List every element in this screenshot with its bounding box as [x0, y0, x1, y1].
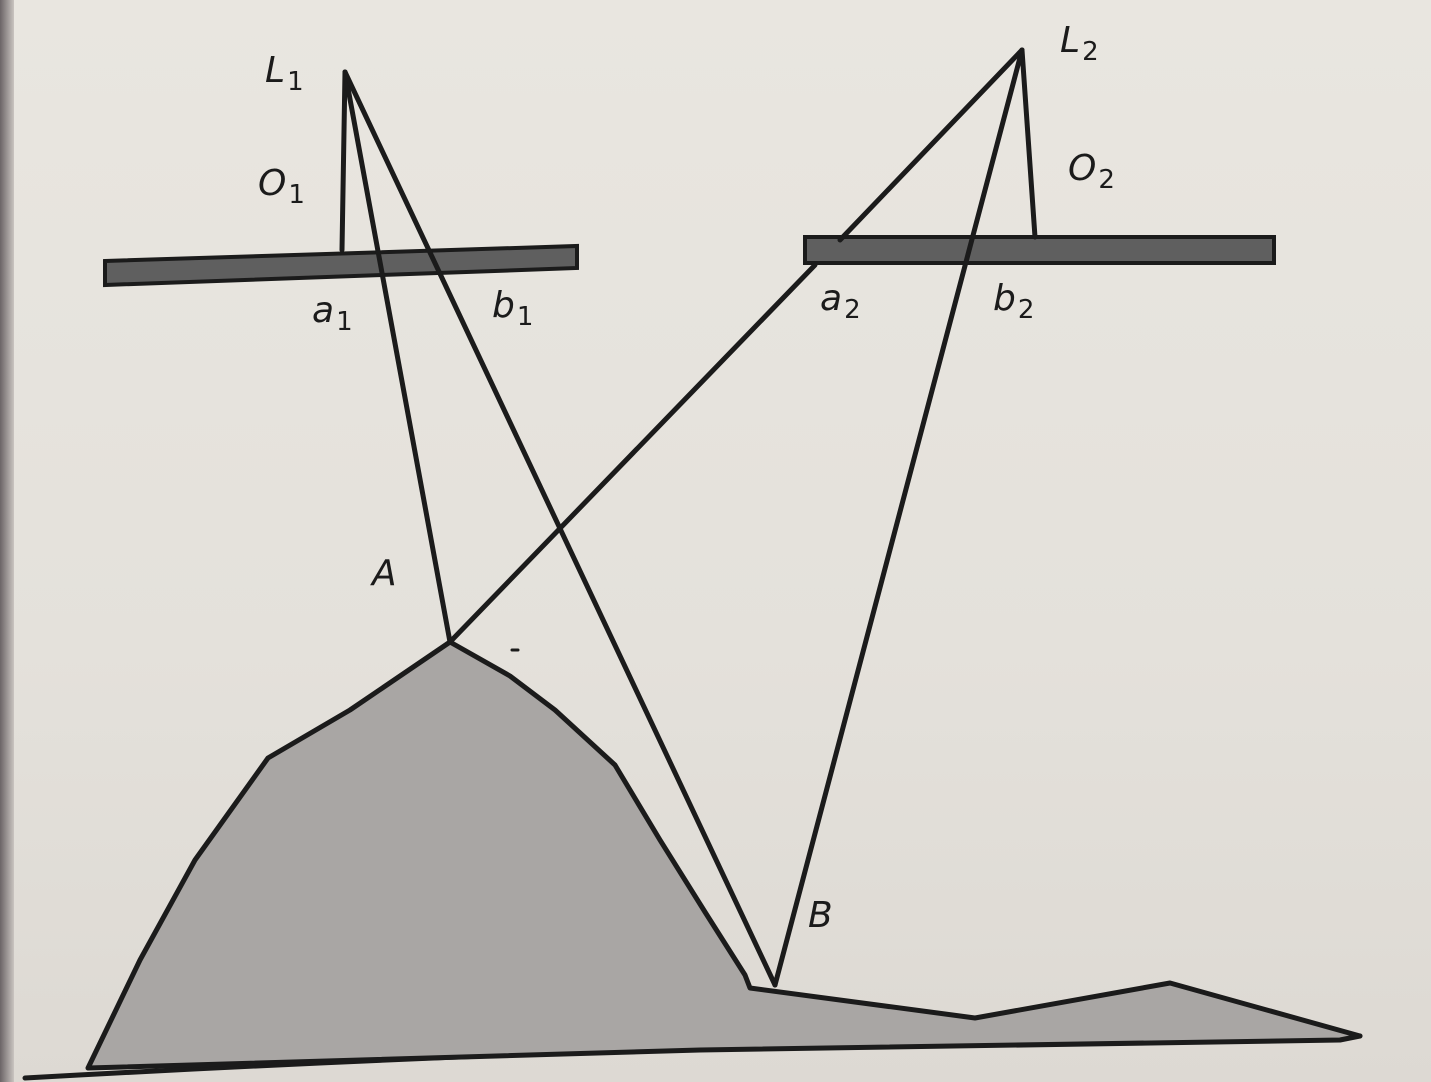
terrain-profile	[85, 639, 1363, 1071]
label-b1: b1	[492, 285, 533, 332]
label-L2: L2	[1060, 20, 1099, 67]
ray-a2-A	[447, 262, 818, 645]
label-b2: b2	[993, 278, 1034, 325]
label-O1: O1	[258, 163, 305, 210]
ray-L2-upper	[837, 47, 1025, 243]
principal-axis-right	[1019, 47, 1038, 240]
ray-L1-A	[342, 69, 453, 645]
photo-plane-right	[803, 235, 1276, 265]
label-A: A	[370, 553, 397, 594]
page-edge-shadow	[0, 0, 14, 1082]
ray-L2-B	[772, 47, 1025, 988]
label-L1: L1	[265, 50, 304, 97]
principal-axis-left	[339, 69, 348, 253]
label-B: B	[808, 895, 833, 936]
label-a2: a2	[820, 278, 861, 325]
photo-plane-left	[103, 243, 579, 288]
label-a1: a1	[312, 290, 353, 337]
label-O2: O2	[1068, 148, 1115, 195]
